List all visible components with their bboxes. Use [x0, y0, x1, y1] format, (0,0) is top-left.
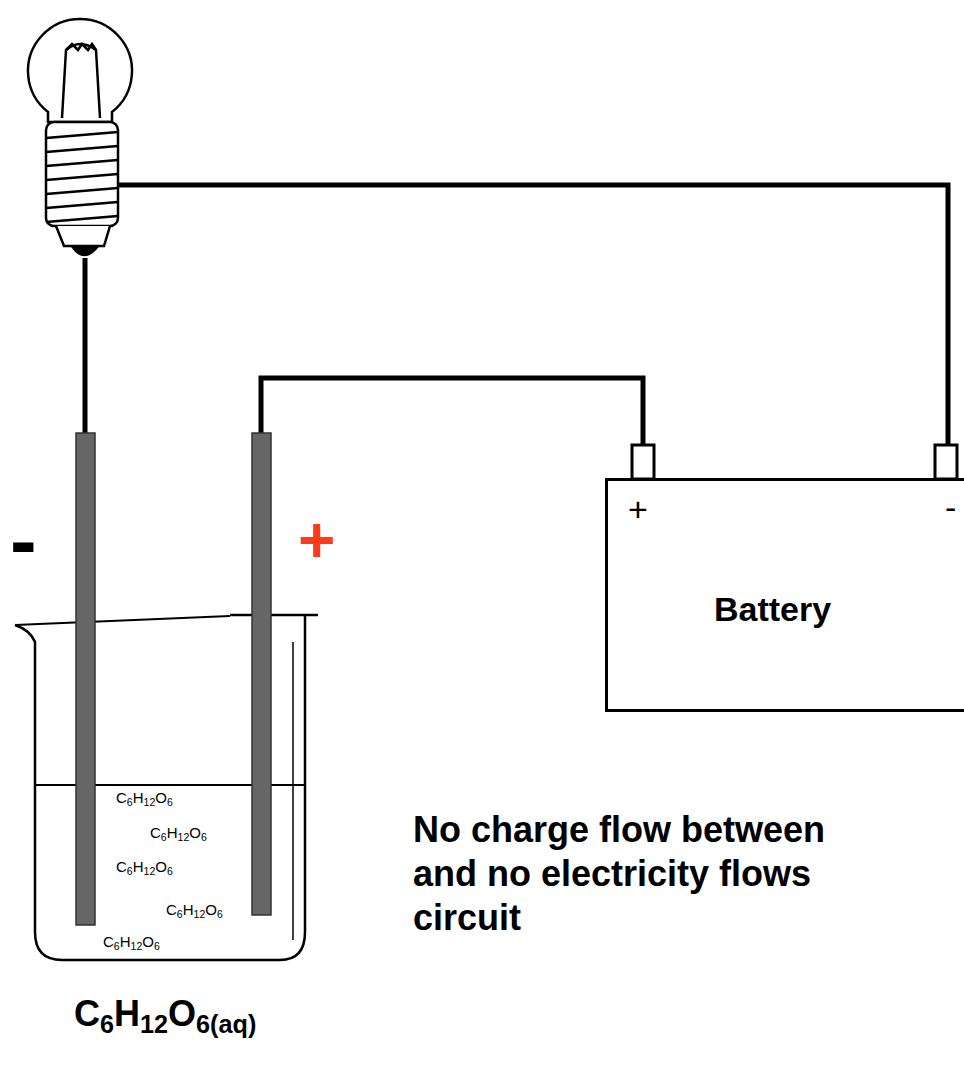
battery-terminal: [935, 445, 957, 479]
electrode-sign: +: [298, 502, 335, 578]
glucose-molecule: C6H12O6: [116, 788, 173, 808]
beaker-outline: [0, 420, 340, 1060]
solution-label: C6H12O6(aq): [74, 992, 256, 1036]
glucose-molecule: C6H12O6: [150, 823, 207, 843]
wire: [83, 258, 88, 436]
battery-terminal: [632, 445, 654, 479]
glucose-molecule: C6H12O6: [116, 857, 173, 877]
note-text: No charge flow between and no electricit…: [413, 808, 863, 940]
electrode: [76, 433, 95, 925]
glucose-molecule: C6H12O6: [166, 900, 223, 920]
wire: [261, 378, 643, 447]
glucose-molecule: C6H12O6: [103, 932, 160, 952]
electrode-sign: -: [10, 496, 37, 586]
beaker: C6H12O6C6H12O6C6H12O6C6H12O6C6H12O6C6H12…: [0, 420, 340, 1060]
terminal-sign: +: [628, 489, 648, 529]
light-bulb: [28, 19, 132, 255]
wire: [118, 185, 948, 447]
electrode: [252, 433, 271, 915]
battery-box: + - Battery: [605, 478, 964, 712]
battery-label: Battery: [714, 589, 831, 629]
terminal-sign: -: [945, 487, 956, 527]
